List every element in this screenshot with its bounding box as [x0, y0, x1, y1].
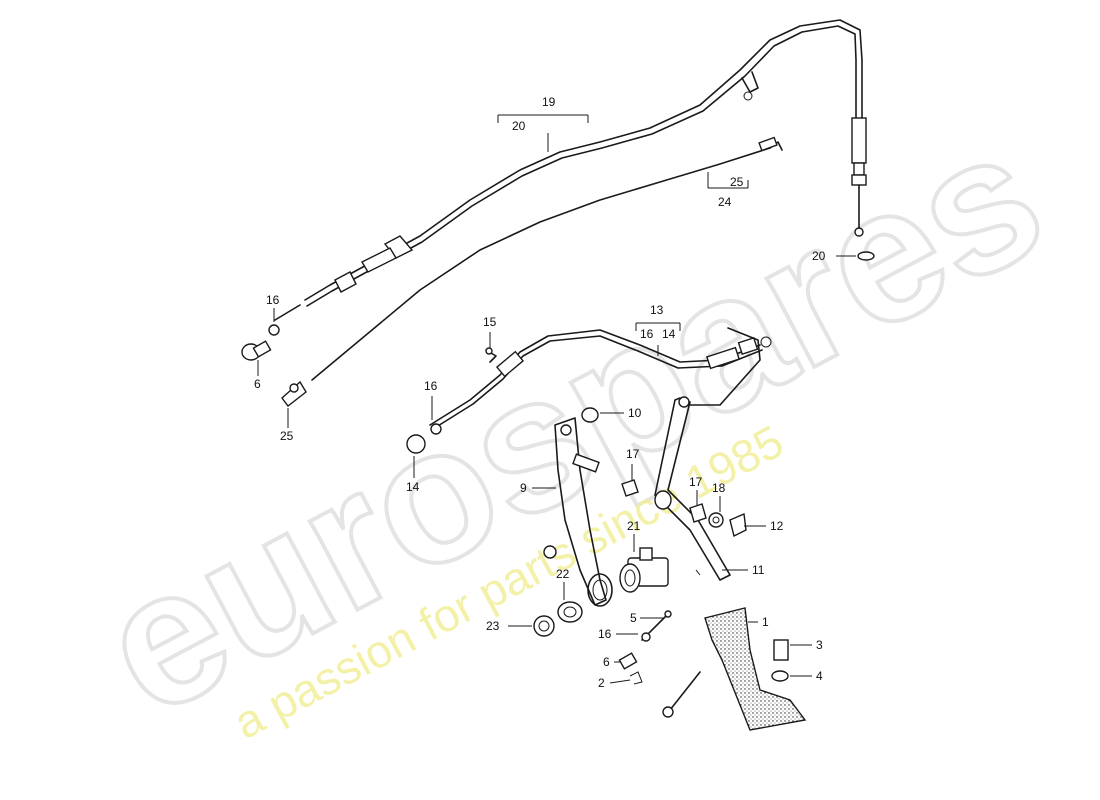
- callout-16: 16: [640, 327, 654, 341]
- callout-3: 3: [816, 638, 823, 652]
- callout-10: 10: [628, 406, 642, 420]
- pedal-arm: [654, 396, 731, 581]
- middle-cable-assembly: [406, 327, 772, 454]
- callout-1: 1: [762, 615, 769, 629]
- callout-14: 14: [662, 327, 676, 341]
- callout-22: 22: [556, 567, 570, 581]
- callout-labels: 19 20 25 24 20 16 6 25 15 13 16 14 16 10…: [254, 95, 826, 690]
- throttle-switch: [619, 547, 669, 593]
- callout-18: 18: [712, 481, 726, 495]
- callout-17: 17: [689, 475, 703, 489]
- callout-14: 14: [406, 480, 420, 494]
- callout-13: 13: [650, 303, 664, 317]
- callout-20: 20: [812, 249, 826, 263]
- callout-23: 23: [486, 619, 500, 633]
- leader-lines: [257, 114, 856, 684]
- callout-16: 16: [424, 379, 438, 393]
- callout-19: 19: [542, 95, 556, 109]
- callout-20: 20: [512, 119, 526, 133]
- callout-2: 2: [598, 676, 605, 690]
- callout-21: 21: [627, 519, 641, 533]
- hardware: [485, 251, 875, 718]
- callout-25: 25: [730, 175, 744, 189]
- callout-6: 6: [254, 377, 261, 391]
- watermark-brand: eurospares: [70, 88, 1074, 756]
- callout-9: 9: [520, 481, 527, 495]
- callout-24: 24: [718, 195, 732, 209]
- accelerator-pedal: [704, 607, 807, 731]
- callout-4: 4: [816, 669, 823, 683]
- watermark: eurospares a passion for parts since 198…: [68, 86, 1076, 758]
- lower-cable-assembly: [281, 136, 783, 407]
- upper-cable-assembly: [241, 19, 867, 361]
- callout-25: 25: [280, 429, 294, 443]
- callout-16: 16: [266, 293, 280, 307]
- callout-11: 11: [752, 563, 765, 577]
- pedal-bracket: [543, 407, 613, 607]
- callout-5: 5: [630, 611, 637, 625]
- callout-6: 6: [603, 655, 610, 669]
- callout-17: 17: [626, 447, 640, 461]
- callout-15: 15: [483, 315, 497, 329]
- callout-12: 12: [770, 519, 784, 533]
- callout-16: 16: [598, 627, 612, 641]
